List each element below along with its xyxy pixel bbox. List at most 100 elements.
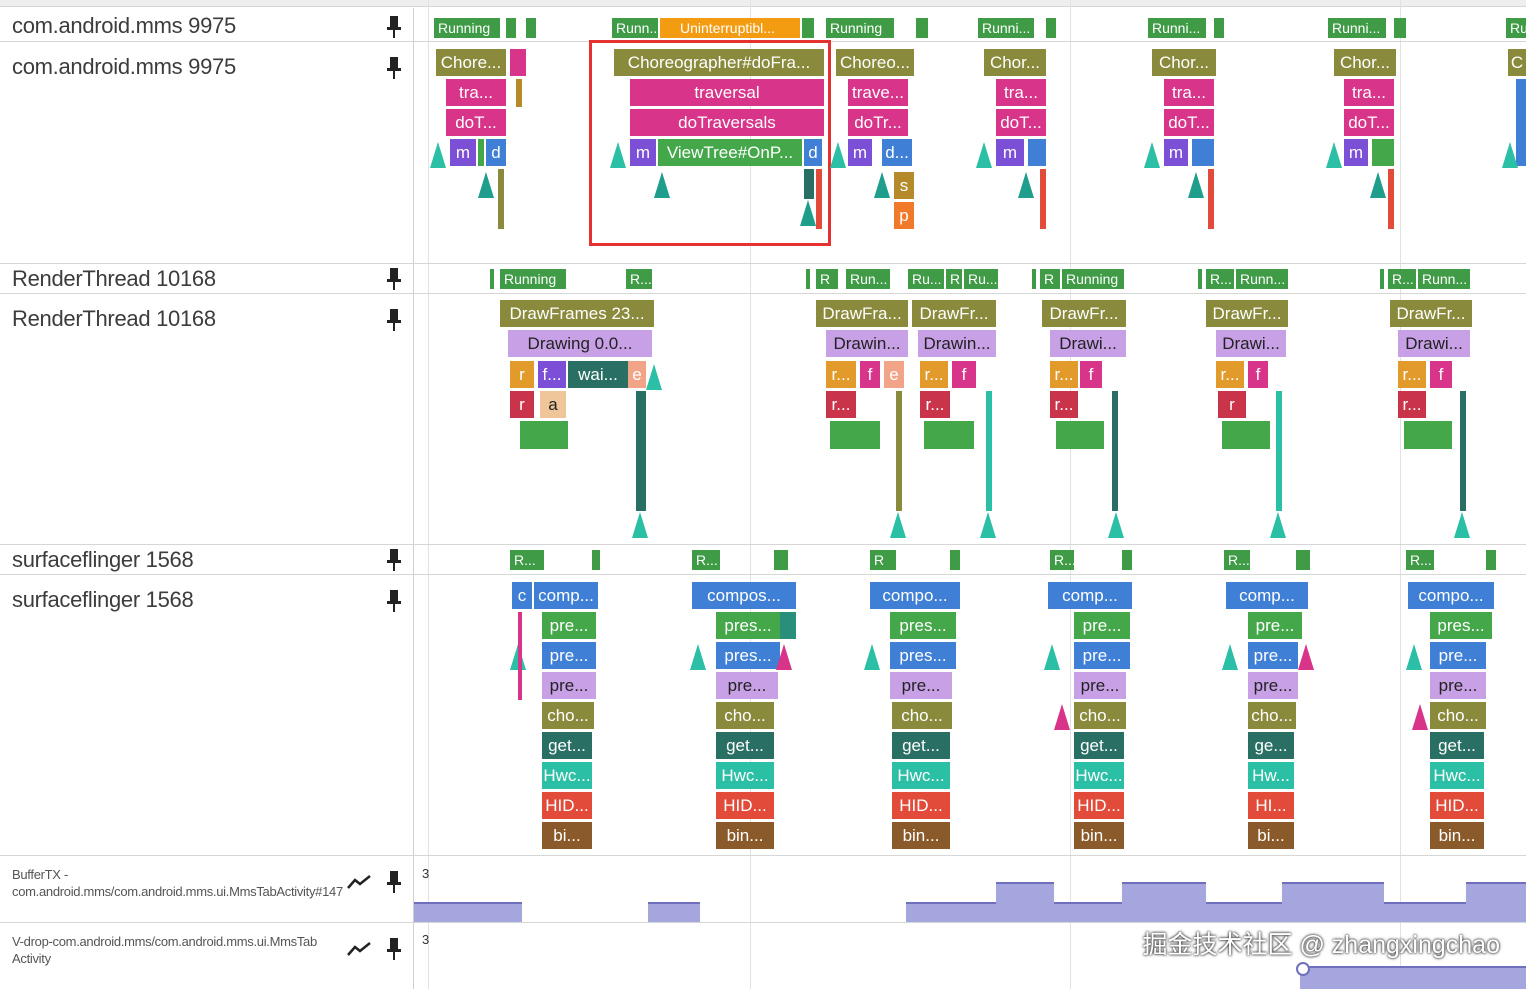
slice-dotraversals[interactable]: doTr... bbox=[848, 109, 908, 136]
slice[interactable] bbox=[986, 391, 992, 511]
slice-drawing[interactable]: Drawi... bbox=[1398, 330, 1470, 357]
slice[interactable] bbox=[804, 169, 814, 199]
pin-icon[interactable] bbox=[387, 938, 401, 960]
slice-binder[interactable]: bin... bbox=[1430, 822, 1484, 849]
slice-hidl[interactable]: HID... bbox=[716, 792, 774, 819]
slice-drawing[interactable]: Drawi... bbox=[1050, 330, 1126, 357]
slice-r[interactable]: r... bbox=[1398, 391, 1426, 418]
state-running[interactable] bbox=[774, 550, 788, 570]
counter-bar[interactable] bbox=[906, 902, 996, 922]
slice-viewtree-onpredraw[interactable]: ViewTree#OnP... bbox=[658, 139, 802, 166]
slice[interactable] bbox=[510, 49, 526, 76]
state-running[interactable]: R... bbox=[1050, 550, 1074, 570]
slice-drawframes[interactable]: DrawFrames 23... bbox=[500, 300, 654, 327]
slice-present[interactable]: pre... bbox=[1248, 642, 1298, 669]
slice-present[interactable]: pre... bbox=[1430, 642, 1486, 669]
slice-choose[interactable]: cho... bbox=[1248, 702, 1296, 729]
slice-r[interactable]: r... bbox=[826, 391, 856, 418]
slice-r[interactable]: r... bbox=[920, 361, 948, 388]
state-running[interactable] bbox=[806, 269, 810, 289]
slice-hwc[interactable]: Hwc... bbox=[892, 762, 950, 789]
slice-composite[interactable]: comp... bbox=[1048, 582, 1132, 609]
slice[interactable] bbox=[1516, 79, 1526, 166]
state-running[interactable]: Running bbox=[1062, 269, 1124, 289]
slice[interactable] bbox=[1040, 169, 1046, 229]
slice-drawing[interactable]: Drawi... bbox=[1216, 330, 1286, 357]
state-running[interactable]: R... bbox=[626, 269, 652, 289]
slice-binder[interactable]: bin... bbox=[892, 822, 950, 849]
slice[interactable] bbox=[780, 612, 796, 639]
state-running[interactable]: Run... bbox=[846, 269, 890, 289]
state-running[interactable] bbox=[1380, 269, 1384, 289]
slice-hwc[interactable]: Hwc... bbox=[716, 762, 774, 789]
slice-f[interactable]: f bbox=[860, 361, 880, 388]
state-running[interactable]: R... bbox=[1224, 550, 1250, 570]
state-running[interactable] bbox=[802, 18, 814, 38]
slice-present[interactable]: pre... bbox=[890, 672, 952, 699]
slice[interactable] bbox=[1276, 391, 1282, 511]
slice-drawing[interactable]: Drawin... bbox=[826, 330, 908, 357]
slice-choose[interactable]: cho... bbox=[542, 702, 594, 729]
slice-r[interactable]: r bbox=[510, 391, 534, 418]
state-running[interactable] bbox=[1198, 269, 1202, 289]
slice-a[interactable]: a bbox=[540, 391, 566, 418]
slice[interactable] bbox=[1404, 421, 1452, 449]
slice-drawing[interactable]: Drawin... bbox=[918, 330, 996, 357]
state-running[interactable] bbox=[506, 18, 516, 38]
state-running[interactable]: R... bbox=[1406, 550, 1434, 570]
slice-dotraversals[interactable]: doT... bbox=[996, 109, 1046, 136]
slice[interactable] bbox=[1208, 169, 1214, 229]
track-sf-slices[interactable]: surfaceflinger 1568 bbox=[0, 575, 1526, 856]
slice-f[interactable]: f bbox=[1080, 361, 1102, 388]
counter-bar[interactable] bbox=[414, 902, 522, 922]
pin-icon[interactable] bbox=[387, 268, 401, 290]
slice-binder[interactable]: bin... bbox=[1074, 822, 1124, 849]
slice-hidl[interactable]: HID... bbox=[542, 792, 592, 819]
slice[interactable] bbox=[1222, 421, 1270, 449]
slice-traversal[interactable]: tra... bbox=[996, 79, 1046, 106]
counter-bar[interactable] bbox=[1384, 902, 1466, 922]
state-running[interactable]: Runn... bbox=[612, 18, 658, 38]
slice-composite[interactable]: comp... bbox=[1226, 582, 1308, 609]
slice-present[interactable]: pre... bbox=[1248, 672, 1298, 699]
slice-present[interactable]: pres... bbox=[716, 612, 780, 639]
slice-get[interactable]: get... bbox=[1430, 732, 1484, 759]
slice-f[interactable]: f bbox=[952, 361, 976, 388]
state-running[interactable] bbox=[950, 550, 960, 570]
state-running[interactable] bbox=[1214, 18, 1224, 38]
slice-traversal[interactable]: traversal bbox=[630, 79, 824, 106]
slice-hidl[interactable]: HID... bbox=[892, 792, 950, 819]
slice-traversal[interactable]: tra... bbox=[1164, 79, 1214, 106]
state-running[interactable]: Running bbox=[500, 269, 566, 289]
counter-point[interactable] bbox=[1296, 962, 1310, 976]
slice-composite[interactable]: compos... bbox=[692, 582, 796, 609]
slice-drawframes[interactable]: DrawFr... bbox=[912, 300, 996, 327]
slice[interactable] bbox=[816, 169, 822, 229]
state-running[interactable]: Ru bbox=[1506, 18, 1526, 38]
slice[interactable] bbox=[1112, 391, 1118, 511]
slice-measure[interactable]: m bbox=[848, 139, 872, 166]
slice-hwc[interactable]: Hwc... bbox=[542, 762, 592, 789]
state-running[interactable] bbox=[490, 269, 494, 289]
slice-dotraversals[interactable]: doT... bbox=[1344, 109, 1394, 136]
slice-draw[interactable]: d bbox=[804, 139, 822, 166]
counter-bar[interactable] bbox=[1466, 882, 1526, 922]
state-running[interactable]: Ru... bbox=[964, 269, 998, 289]
state-running[interactable]: R bbox=[946, 269, 962, 289]
slice-f[interactable]: f bbox=[1248, 361, 1268, 388]
slice-c[interactable]: c bbox=[512, 582, 532, 609]
track-mms-slices[interactable]: com.android.mms 9975 bbox=[0, 42, 1526, 264]
slice[interactable] bbox=[636, 391, 646, 511]
state-running[interactable]: R... bbox=[510, 550, 544, 570]
state-running[interactable]: R... bbox=[1388, 269, 1416, 289]
slice-drawing[interactable]: Drawing 0.0... bbox=[508, 330, 652, 357]
state-running[interactable]: R... bbox=[1206, 269, 1234, 289]
state-uninterruptible[interactable]: Uninterruptibl... bbox=[660, 18, 800, 38]
state-running[interactable]: Runni... bbox=[1328, 18, 1386, 38]
counter-bar[interactable] bbox=[1282, 882, 1384, 922]
track-rt-state[interactable]: RenderThread 10168 bbox=[0, 264, 1526, 294]
track-sf-state[interactable]: surfaceflinger 1568 bbox=[0, 545, 1526, 575]
pin-icon[interactable] bbox=[387, 871, 401, 893]
slice-get[interactable]: get... bbox=[542, 732, 592, 759]
slice[interactable] bbox=[1372, 139, 1394, 166]
